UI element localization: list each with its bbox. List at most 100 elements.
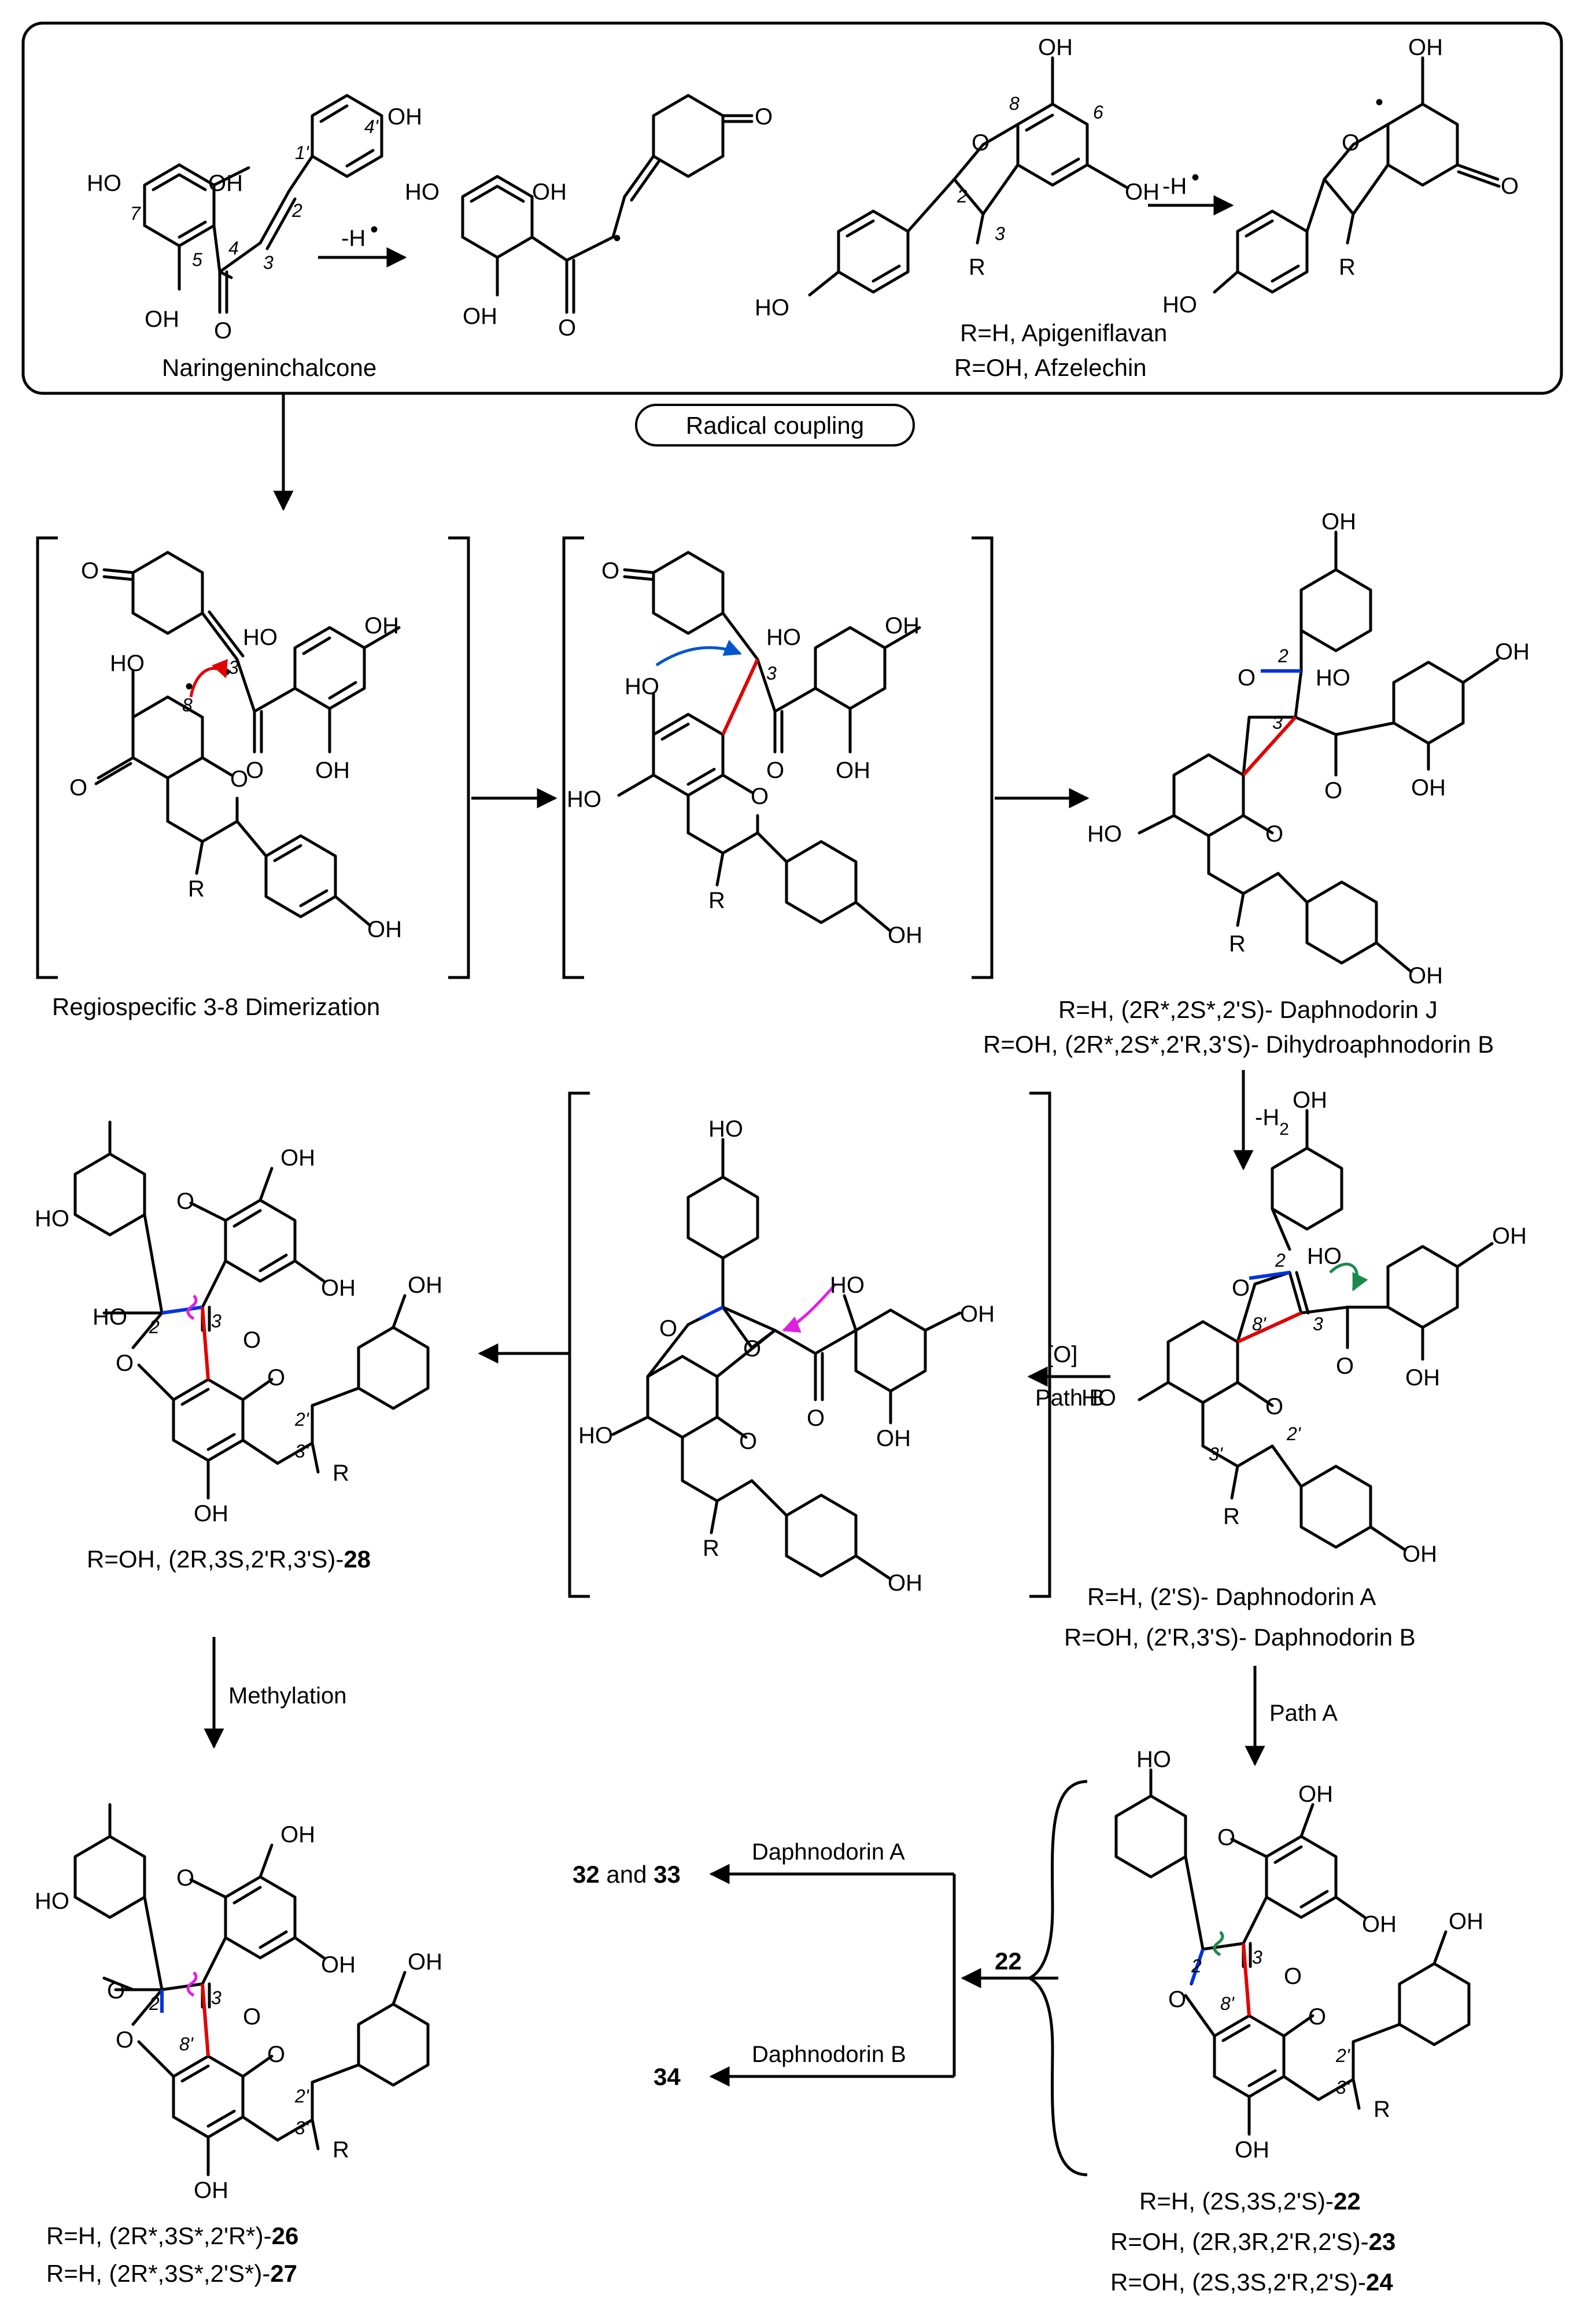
bracket-3-right — [1029, 1091, 1051, 1598]
svg-text:OH: OH — [532, 179, 567, 205]
minus-h-label-2: -H — [1162, 174, 1187, 199]
compound-22-structure — [1114, 1768, 1471, 2136]
svg-text:3': 3' — [1209, 1444, 1224, 1465]
svg-text:8': 8' — [179, 2034, 194, 2054]
daphnodorin-a-blue-bond — [1249, 1271, 1290, 1280]
o-carbonyl: O — [214, 318, 232, 344]
svg-text:HO: HO — [1162, 292, 1197, 318]
chalcone-radical-atoms: HO OH OH O O • — [405, 104, 773, 341]
svg-text:R: R — [1339, 254, 1356, 280]
compound-28-magenta-wavy — [186, 1294, 198, 1320]
compound-28-blue-bond — [161, 1305, 203, 1315]
minus-h2-label: -H2 — [1255, 1105, 1289, 1139]
svg-text:O: O — [116, 1351, 134, 1376]
svg-text:O: O — [1501, 174, 1519, 199]
magenta-curved-arrow — [782, 1283, 837, 1333]
compound-28-structure — [73, 1120, 430, 1500]
bracket-2-left — [562, 536, 584, 979]
svg-text:OH: OH — [1235, 2137, 1269, 2163]
svg-text:1': 1' — [295, 142, 310, 163]
svg-text:2': 2' — [294, 1409, 310, 1430]
svg-text:OH: OH — [321, 1952, 356, 1978]
coupled-dimer-atoms: O HO OH O OH HO HO O R OH 3 — [567, 558, 922, 948]
svg-text:2: 2 — [957, 186, 968, 206]
svg-text:•: • — [1375, 90, 1383, 115]
svg-text:7: 7 — [130, 203, 141, 224]
epoxide-intermediate-atoms: HO O O HO OH OH O HO O R OH — [578, 1116, 995, 1596]
svg-text:O: O — [267, 1365, 285, 1390]
svg-text:•: • — [613, 226, 621, 251]
svg-text:HO: HO — [1087, 821, 1122, 847]
svg-text:8: 8 — [1009, 93, 1020, 114]
svg-text:OH: OH — [1405, 1365, 1440, 1390]
svg-text:O: O — [558, 315, 576, 341]
svg-text:OH: OH — [1408, 35, 1443, 60]
svg-text:O: O — [230, 766, 248, 792]
green-curved-arrow — [1329, 1263, 1368, 1292]
svg-text:HO: HO — [578, 1423, 613, 1448]
svg-text:O: O — [601, 558, 619, 584]
svg-text:4: 4 — [228, 238, 239, 259]
svg-text:2: 2 — [149, 1993, 160, 2014]
svg-text:R: R — [333, 2137, 349, 2163]
svg-text:4': 4' — [364, 116, 379, 137]
daphnodorin-j-red-bond — [1242, 715, 1297, 777]
regiospecific-label: Regiospecific 3-8 Dimerization — [52, 993, 380, 1020]
svg-text:3': 3' — [295, 1441, 310, 1462]
svg-text:3: 3 — [1272, 712, 1283, 733]
svg-text:HO: HO — [35, 1206, 69, 1231]
compound-26-red-bond — [201, 1983, 210, 2057]
svg-text:2: 2 — [1191, 1956, 1202, 1976]
svg-text:R: R — [1229, 931, 1246, 957]
svg-text:O: O — [267, 2042, 285, 2067]
afzelechin-label: R=OH, Afzelechin — [954, 354, 1147, 381]
flavan-atoms: OH OH O HO R 8 6 2 3 R=H, Apigeniflavan … — [755, 35, 1167, 381]
svg-text:3: 3 — [228, 657, 239, 678]
svg-text:O: O — [243, 2004, 261, 2030]
svg-text:OH: OH — [364, 613, 399, 639]
svg-text:O: O — [1232, 1275, 1250, 1301]
red-radical-arrow — [189, 659, 228, 698]
svg-text:HO: HO — [1307, 1244, 1342, 1269]
svg-text:OH: OH — [315, 758, 350, 783]
compound-24-label: R=OH, (2S,3S,2'R,2'S)-24 — [1110, 2268, 1393, 2296]
svg-text:HO: HO — [243, 625, 278, 650]
svg-text:OH: OH — [1402, 1541, 1437, 1567]
svg-text:R: R — [188, 876, 205, 902]
epoxide-blue-bond — [699, 1305, 724, 1320]
svg-text:OH: OH — [463, 304, 497, 329]
svg-text:OH: OH — [280, 1822, 315, 1847]
blue-curved-arrow — [655, 640, 742, 667]
svg-text:O: O — [81, 558, 99, 584]
svg-text:R: R — [708, 888, 725, 913]
svg-text:OH: OH — [408, 1949, 442, 1975]
svg-text:OH: OH — [408, 1272, 442, 1298]
svg-text:HO: HO — [110, 651, 145, 676]
compound-26-structure — [73, 1803, 430, 2177]
svg-text:R: R — [703, 1536, 719, 1561]
svg-text:HO: HO — [625, 674, 659, 699]
compound-23-label: R=OH, (2R,3R,2'R,2'S)-23 — [1110, 2228, 1395, 2255]
bracket-1-left — [36, 536, 58, 979]
svg-text:O: O — [743, 1336, 761, 1362]
svg-text:3: 3 — [1252, 1947, 1262, 1968]
svg-text:HO: HO — [708, 1116, 743, 1142]
svg-text:HO: HO — [766, 625, 801, 650]
svg-text:O: O — [659, 1316, 677, 1341]
svg-text:OH: OH — [194, 2178, 228, 2203]
daphnodorin-j-atoms: OH O HO OH OH O HO O R OH 2 3 R=H, (2R*,… — [983, 509, 1530, 1058]
radical-coupling-pill — [635, 404, 915, 447]
svg-text:OH: OH — [1411, 775, 1446, 801]
daphnodorin-b-label: R=OH, (2'R,3'S)- Daphnodorin B — [1064, 1624, 1416, 1651]
svg-text:8': 8' — [1252, 1314, 1267, 1334]
svg-text:O: O — [807, 1406, 825, 1431]
oh-5: OH — [145, 307, 179, 332]
svg-text:OH: OH — [1038, 35, 1073, 60]
compound-28-red-bond — [201, 1307, 210, 1380]
svg-text:R: R — [1373, 2097, 1390, 2122]
oh-4prime: OH — [387, 104, 422, 130]
methylation-label: Methylation — [228, 1683, 347, 1709]
product-brace — [1026, 1780, 1088, 2177]
svg-text:O: O — [1238, 665, 1256, 691]
compound-28-atoms: HO OH OH O HO O O O OH OH R 2 3 2' 3' R=… — [35, 1145, 442, 1573]
